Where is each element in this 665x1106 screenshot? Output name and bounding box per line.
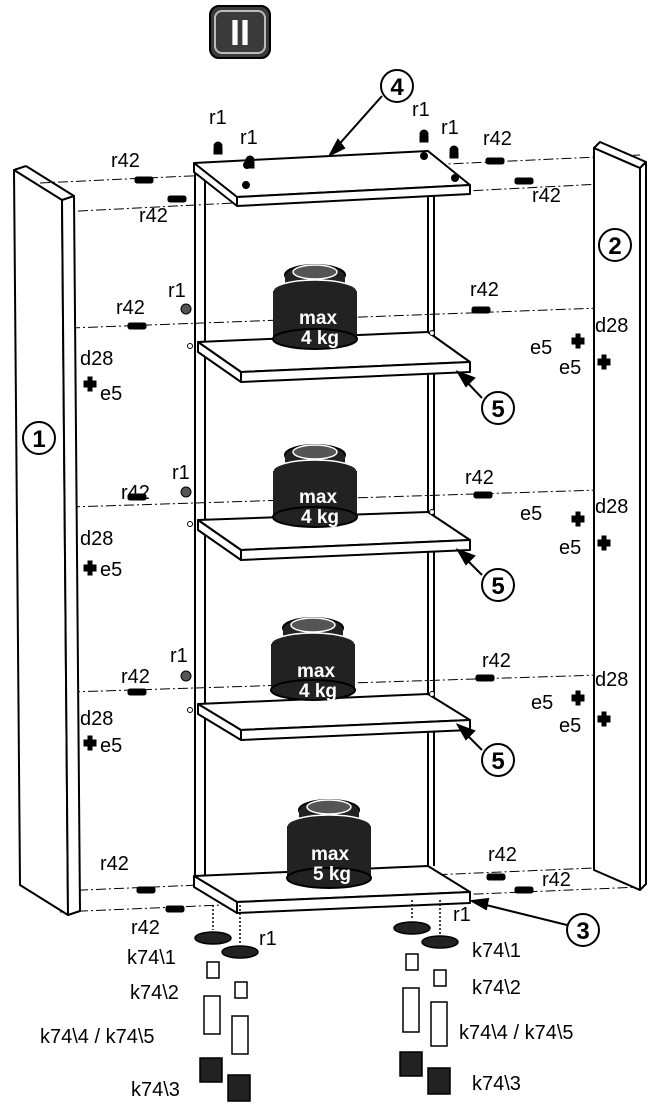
label-r42: r42 [139, 205, 168, 227]
label-r42: r42 [483, 128, 512, 150]
shelf-1 [197, 331, 471, 383]
part-number-badges [22, 69, 632, 947]
label-r1: r1 [240, 127, 258, 149]
weight-value-label: 5 kg [313, 864, 351, 885]
label-r42: r42 [116, 297, 145, 319]
label-r42: r42 [100, 853, 129, 875]
leader-arrows [327, 95, 568, 926]
weight-value-label: 4 kg [301, 328, 339, 349]
label-r1: r1 [441, 117, 459, 139]
label-e5: e5 [100, 559, 122, 581]
label-r1: r1 [172, 462, 190, 484]
label-e5: e5 [559, 357, 581, 379]
weight-icon: max 4 kg [272, 264, 358, 350]
label-r1: r1 [412, 99, 430, 121]
label-d28: d28 [80, 708, 113, 730]
label-r42: r42 [532, 185, 561, 207]
label-e5: e5 [100, 735, 122, 757]
weight-icon: max 4 kg [270, 617, 356, 702]
label-r42: r42 [131, 917, 160, 939]
part-number-right-side: 2 [608, 233, 621, 260]
label-r42: r42 [465, 467, 494, 489]
label-r42: r42 [121, 666, 150, 688]
label-k74-4-5: k74\4 / k74\5 [459, 1022, 574, 1044]
label-e5: e5 [530, 337, 552, 359]
label-r1: r1 [168, 280, 186, 302]
top-board [193, 150, 471, 207]
label-r1: r1 [453, 904, 471, 926]
label-r42: r42 [488, 844, 517, 866]
label-d28: d28 [595, 669, 628, 691]
hardware-parts [83, 129, 611, 913]
part-number-shelf: 5 [491, 396, 504, 423]
label-k74-1: k74\1 [127, 947, 176, 969]
left-side-panel [13, 165, 81, 916]
foot-assembly-left [194, 905, 259, 1102]
label-r42: r42 [542, 869, 571, 891]
shelf-2 [197, 511, 471, 561]
label-r1: r1 [170, 645, 188, 667]
label-k74-4-5: k74\4 / k74\5 [40, 1026, 155, 1048]
weight-max-label: max [311, 844, 349, 865]
weight-value-label: 4 kg [299, 681, 337, 702]
label-k74-3: k74\3 [131, 1079, 180, 1101]
part-number-top: 4 [390, 74, 404, 101]
step-badge: II [209, 5, 271, 59]
label-e5: e5 [531, 692, 553, 714]
part-number-left-side: 1 [32, 426, 45, 453]
shelf-3 [197, 693, 471, 741]
label-e5: e5 [559, 715, 581, 737]
label-r42: r42 [470, 279, 499, 301]
weight-max-label: max [297, 661, 335, 682]
label-d28: d28 [80, 528, 113, 550]
label-e5: e5 [100, 383, 122, 405]
label-d28: d28 [80, 348, 113, 370]
label-r42: r42 [111, 150, 140, 172]
weight-icon: max 4 kg [272, 444, 358, 528]
weight-icon: max 5 kg [286, 799, 372, 889]
label-k74-2: k74\2 [472, 977, 521, 999]
weight-max-label: max [299, 308, 337, 329]
label-r42: r42 [482, 650, 511, 672]
right-side-panel [593, 141, 647, 891]
label-e5: e5 [559, 537, 581, 559]
label-r42: r42 [121, 482, 150, 504]
label-d28: d28 [595, 315, 628, 337]
label-r1: r1 [209, 107, 227, 129]
label-k74-1: k74\1 [472, 940, 521, 962]
label-e5: e5 [520, 503, 542, 525]
weight-max-label: max [299, 487, 337, 508]
hardware-labels: r1 r1 r1 r1 r42 r42 r42 r42 r1 r42 r42 d… [40, 99, 628, 1101]
part-number-shelf: 5 [491, 573, 504, 600]
label-k74-3: k74\3 [472, 1073, 521, 1095]
weight-value-label: 4 kg [301, 507, 339, 528]
part-number-bottom: 3 [576, 918, 589, 945]
part-number-shelf: 5 [491, 748, 504, 775]
label-d28: d28 [595, 496, 628, 518]
label-k74-2: k74\2 [130, 982, 179, 1004]
label-r1: r1 [259, 928, 277, 950]
step-number: II [230, 12, 250, 53]
foot-assembly-right [393, 900, 459, 1095]
